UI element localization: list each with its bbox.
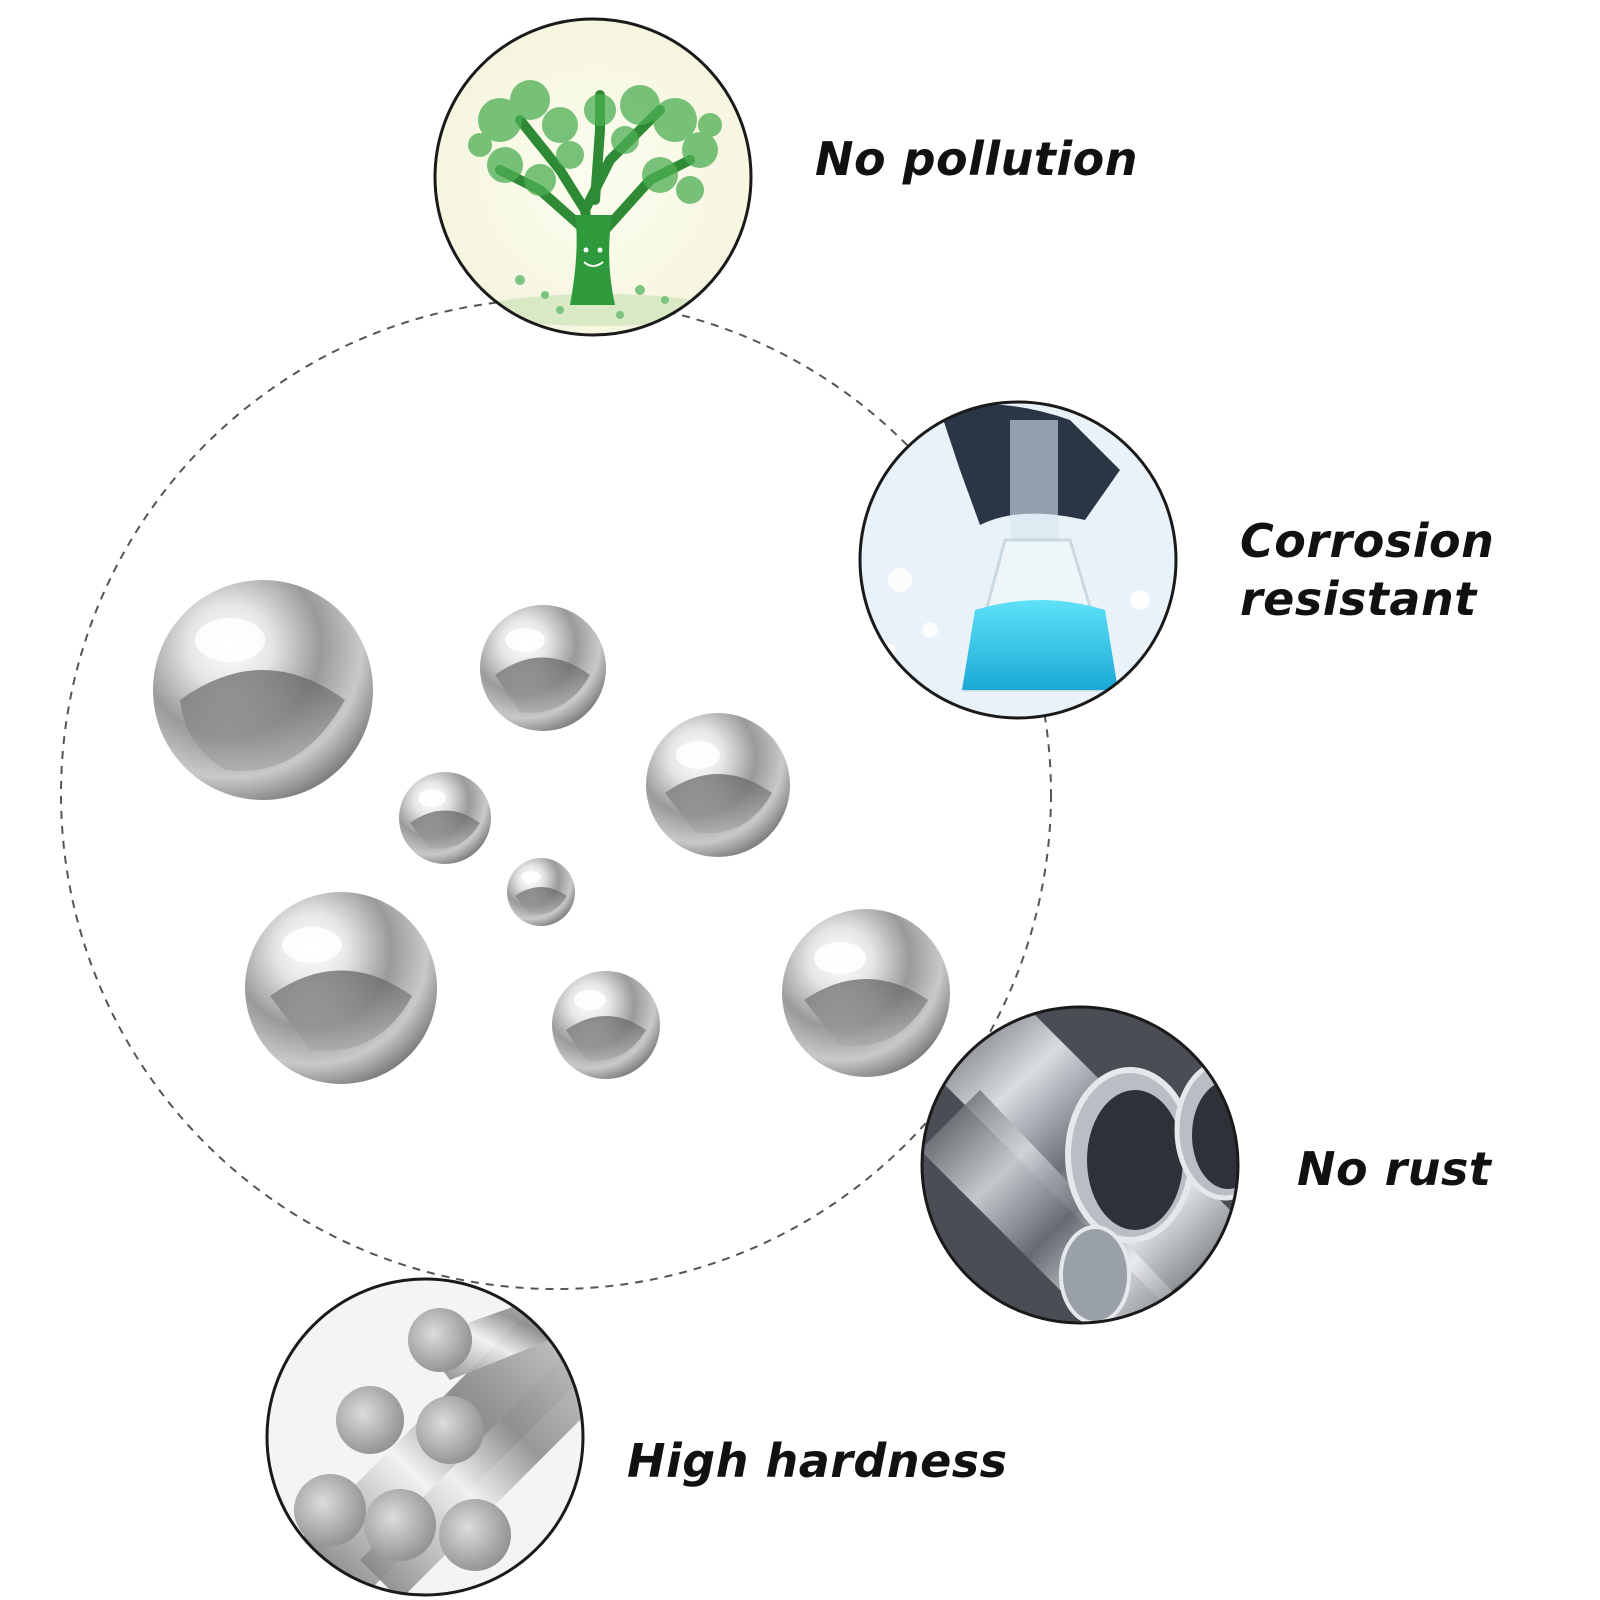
steel-ball	[507, 858, 575, 926]
feature-label-high-hardness: High hardness	[627, 1432, 1008, 1490]
label-text-line1: Corrosion	[1240, 514, 1495, 568]
tree-icon	[433, 17, 753, 337]
steel-ball	[552, 971, 660, 1079]
steel-rods-icon	[265, 1277, 585, 1597]
feature-label-no-pollution: No pollution	[815, 130, 1138, 188]
flask-icon	[858, 400, 1178, 720]
label-text-line2: resistant	[1240, 572, 1477, 626]
steel-ball	[480, 605, 606, 731]
steel-balls-group	[153, 580, 950, 1084]
steel-ball	[153, 580, 373, 800]
steel-ball	[646, 713, 790, 857]
label-text: High hardness	[627, 1434, 1008, 1488]
label-text: No pollution	[815, 132, 1139, 186]
steel-ball	[782, 909, 950, 1077]
steel-tubes-icon	[920, 1005, 1240, 1325]
feature-label-no-rust: No rust	[1297, 1140, 1491, 1198]
label-text: No rust	[1297, 1142, 1492, 1196]
dashed-orbit-ring	[60, 298, 1052, 1290]
feature-label-corrosion-resistant: Corrosion resistant	[1240, 512, 1494, 628]
steel-ball	[245, 892, 437, 1084]
steel-ball	[399, 772, 491, 864]
